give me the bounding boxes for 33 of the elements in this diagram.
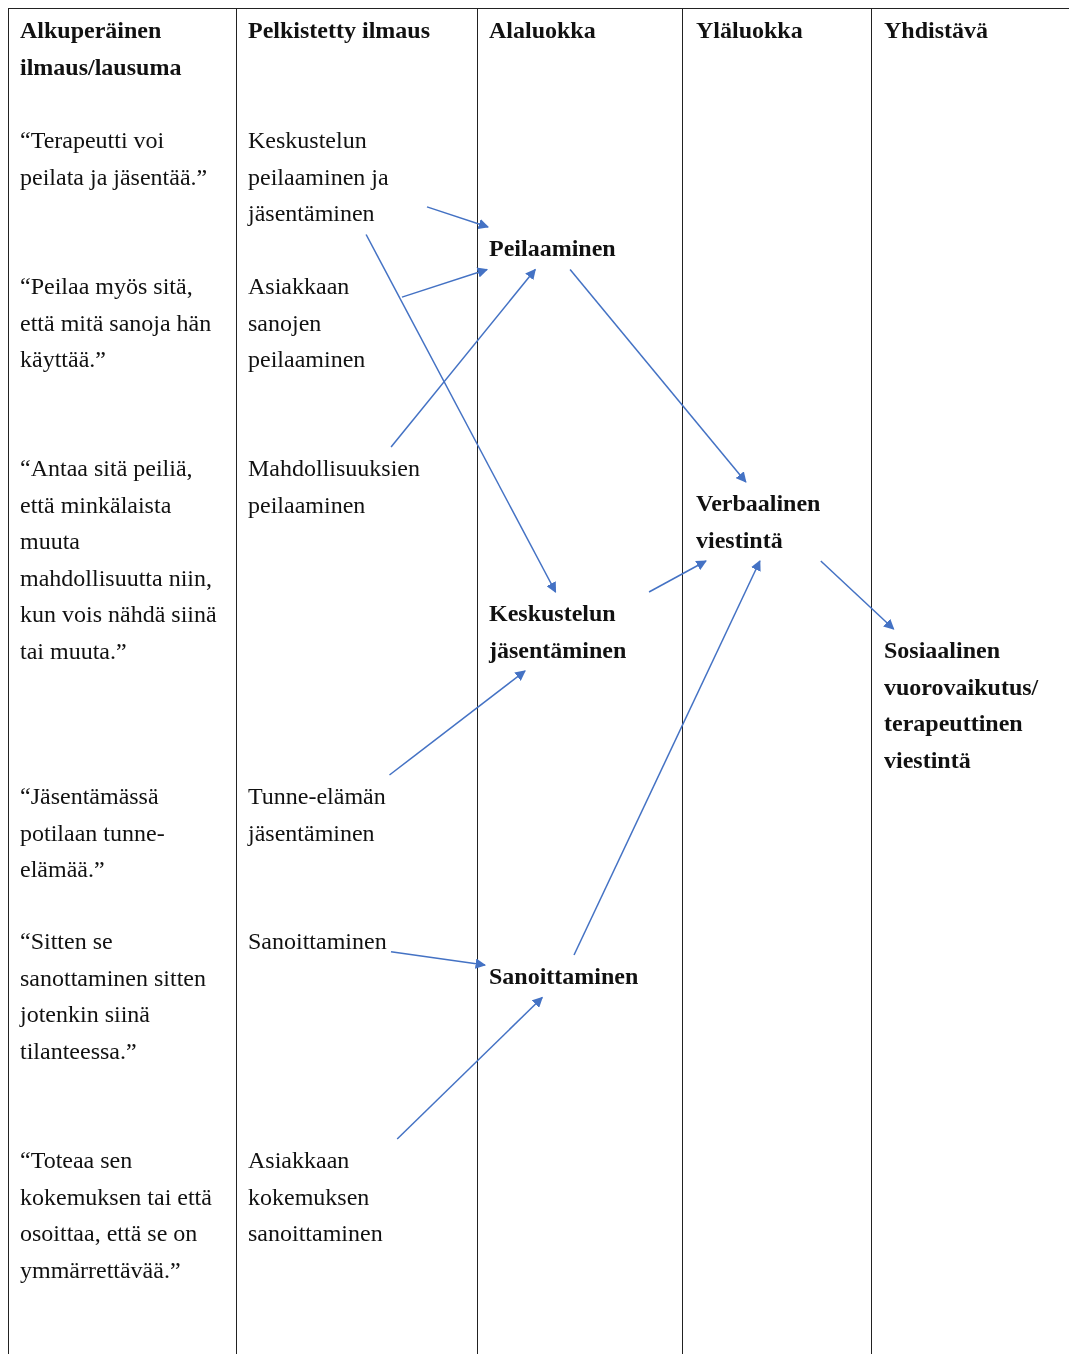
arrow bbox=[569, 268, 747, 483]
quote-text: “Jäsentämässä potilaan tunne-elämää.” bbox=[20, 782, 166, 884]
arrow bbox=[390, 950, 487, 969]
category-label: Verbaalinen viestintä bbox=[696, 485, 861, 558]
arrow bbox=[365, 233, 557, 593]
quote-text: “Terapeutti voi peilata ja jäsentää.” bbox=[20, 126, 209, 192]
quote-text: “Toteaa sen kokemuksen tai että osoittaa, että se on ymmärrettävää.” bbox=[20, 1146, 213, 1285]
category-label: Sosiaalinen vuorovaikutus/ terapeuttinen viestintä bbox=[884, 632, 1066, 778]
arrow bbox=[648, 560, 707, 593]
quote-text: “Sitten se sanottaminen sitten jotenkin siinä tilanteessa.” bbox=[20, 927, 207, 1066]
reduced-expression: Tunne-elämän jäsentäminen bbox=[248, 778, 428, 851]
column-header: Yläluokka bbox=[696, 16, 804, 45]
quote-text: “Peilaa myös sitä, että mitä sanoja hän käyttää.” bbox=[20, 272, 213, 374]
category-label: Peilaaminen bbox=[489, 230, 616, 267]
arrow bbox=[573, 560, 761, 956]
arrow bbox=[820, 560, 895, 630]
arrow bbox=[396, 996, 543, 1140]
reduced-expression: Asiakkaan sanojen peilaaminen bbox=[248, 268, 398, 378]
reduced-expression: Keskustelun peilaaminen ja jäsentäminen bbox=[248, 122, 423, 232]
column-header: Yhdistävä bbox=[884, 16, 990, 45]
column-header: Alaluokka bbox=[489, 16, 597, 45]
column-header: Alkuperäinen ilmaus/lausuma bbox=[20, 16, 183, 82]
reduced-expression: Mahdollisuuksien peilaaminen bbox=[248, 450, 470, 523]
arrow bbox=[426, 206, 489, 230]
arrow bbox=[401, 267, 489, 298]
category-label: Sanoittaminen bbox=[489, 958, 639, 995]
reduced-expression: Sanoittaminen bbox=[248, 923, 387, 960]
column-header: Pelkistetty ilmaus bbox=[248, 16, 431, 45]
quote-text: “Antaa sitä peiliä, että minkälaista muuta mahdollisuutta niin, kun vois nähdä siinä tai muuta.” bbox=[20, 454, 218, 666]
reduced-expression: Asiakkaan kokemuksen sanoittaminen bbox=[248, 1142, 428, 1252]
arrow bbox=[390, 268, 536, 448]
category-label: Keskustelun jäsentäminen bbox=[489, 595, 664, 668]
arrow bbox=[388, 670, 526, 776]
